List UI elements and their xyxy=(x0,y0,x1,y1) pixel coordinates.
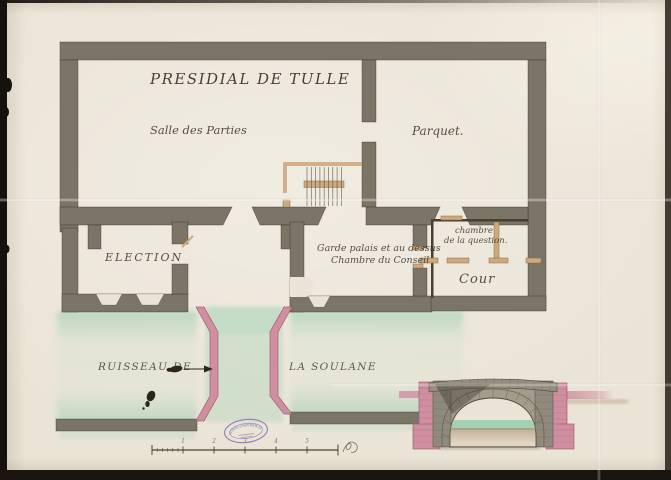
bridge-smear xyxy=(566,399,628,404)
parapet-joints xyxy=(437,378,551,391)
building-walls xyxy=(55,41,547,432)
wall-garde-right-lower xyxy=(412,267,428,297)
wall-election-right-lower xyxy=(171,263,189,295)
door-sill-3 xyxy=(488,257,509,264)
bridge-elevation xyxy=(399,378,628,450)
scale-number-3: 3 xyxy=(243,438,247,445)
binding-mark-3 xyxy=(4,245,10,253)
ink-blot-2 xyxy=(145,401,150,407)
flow-arrow xyxy=(166,365,213,373)
thinwall-cour-top xyxy=(431,219,528,222)
wall-divider-upper xyxy=(361,59,377,123)
wall-right xyxy=(527,59,547,311)
door-leaf-election xyxy=(181,235,194,248)
arrow-tail-blot-2 xyxy=(166,367,173,372)
wall-divider-lower xyxy=(361,141,377,208)
stream-channel xyxy=(195,306,293,422)
channel-wall-right xyxy=(269,306,293,415)
wall-election-bottom xyxy=(61,293,189,313)
label-presidial-title: PRESIDIAL DE TULLE xyxy=(150,70,351,88)
wall-election-right-upper xyxy=(171,221,189,245)
wall-middle-a xyxy=(59,206,233,226)
door-sill-parquet xyxy=(440,215,463,221)
label-chambre-question-line1: chambre xyxy=(455,226,493,236)
door-marks xyxy=(181,215,542,269)
scale-end-ticks xyxy=(151,444,339,456)
scale-number-4: 4 xyxy=(273,438,278,445)
door-sill-2 xyxy=(446,257,470,264)
stair-newel xyxy=(282,199,291,208)
scale-minor-ticks xyxy=(156,448,179,452)
scan-edge-bottom xyxy=(0,470,671,480)
label-parquet: Parquet. xyxy=(412,124,464,138)
scale-major-ticks xyxy=(182,446,308,454)
bridge-ground-shadow xyxy=(440,446,540,450)
scan-edge-top xyxy=(0,0,671,3)
label-salle-des-parties: Salle des Parties xyxy=(150,123,247,137)
window-reveal-election-2 xyxy=(135,293,165,306)
scale-number-2: 2 xyxy=(211,438,216,445)
voussoir-joints xyxy=(441,388,544,438)
window-reveal-election-1 xyxy=(95,293,123,306)
ink-blot-1 xyxy=(146,390,156,402)
arrow-tail-blot xyxy=(169,365,183,373)
bridge-wall-band-left xyxy=(399,391,421,398)
stamp-inner-ring xyxy=(229,422,263,440)
door-jamb-garde-2 xyxy=(412,263,424,269)
label-chambre-question-line2: de la question. xyxy=(444,236,508,246)
wall-middle-b xyxy=(251,206,327,226)
stamp-outer-ring xyxy=(224,418,268,444)
stair-railing xyxy=(283,162,362,193)
brick-joints xyxy=(413,387,574,443)
door-swing-garde-left xyxy=(297,277,313,297)
label-la-soulane: LA SOULANE xyxy=(289,361,377,373)
wall-middle-c xyxy=(365,206,441,226)
door-sill-4 xyxy=(525,257,542,264)
scale-bar: 1 2 3 4 5 xyxy=(151,438,358,456)
scale-flourish xyxy=(342,441,358,453)
arch-interior xyxy=(450,420,536,447)
bridge-shadow xyxy=(435,384,491,414)
label-cour: Cour xyxy=(459,272,496,287)
door-jamb-garde-1 xyxy=(412,245,424,251)
wall-left xyxy=(59,59,79,233)
bridge-wall-band-right xyxy=(567,391,613,399)
arrow-head xyxy=(204,365,213,373)
stamp-center-lines xyxy=(238,433,255,439)
staircase xyxy=(282,162,362,208)
window-reveal-garde xyxy=(307,295,331,308)
stair-treads xyxy=(306,167,342,206)
label-ruisseau-de: RUISSEAU DE xyxy=(98,361,193,373)
ink-blot-3 xyxy=(142,407,145,410)
channel-wall-left xyxy=(195,306,219,422)
arch-water xyxy=(450,420,536,430)
arch-ground xyxy=(450,428,536,447)
scale-number-1: 1 xyxy=(181,438,185,445)
binding-mark-2 xyxy=(3,107,9,117)
bridge-parapet xyxy=(428,378,558,393)
door-sill-1 xyxy=(419,257,439,264)
wall-bank-left xyxy=(55,418,198,432)
scan-edge-left xyxy=(0,0,7,480)
binding-mark-1 xyxy=(4,78,12,92)
label-election: ELECTION xyxy=(105,251,184,264)
label-garde-palais-line2: Chambre du Conseil xyxy=(331,255,430,266)
wall-stub-a xyxy=(87,224,102,250)
scan-edge-right xyxy=(665,0,671,480)
wall-cour-bottom xyxy=(430,295,547,312)
label-garde-palais-line1: Garde palais et au dessus xyxy=(317,243,441,254)
stream-wash xyxy=(57,306,463,439)
wall-top xyxy=(59,41,547,61)
scale-number-5: 5 xyxy=(305,438,309,445)
ink-blots xyxy=(142,390,156,410)
